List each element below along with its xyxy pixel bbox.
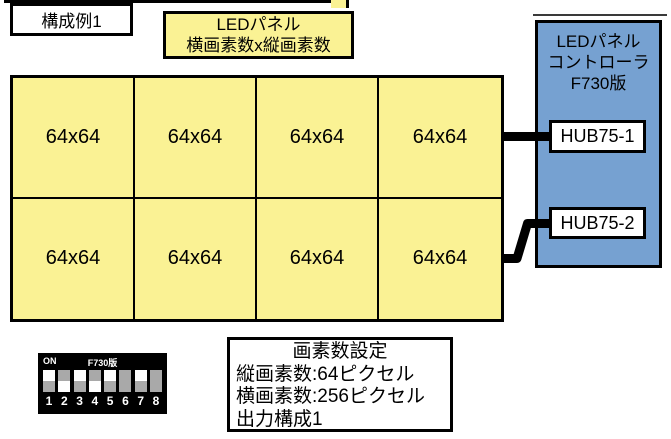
config-example-title: 構成例1 xyxy=(41,12,102,31)
dip-lever-bottom xyxy=(88,381,101,392)
top-crop-line xyxy=(4,0,349,3)
led-panel-label-line2: 横画素数x縦画素数 xyxy=(186,36,331,55)
dip-model-label: F730版 xyxy=(87,358,118,368)
dip-lever-bottom xyxy=(104,381,117,392)
config-example-title-box: 構成例1 xyxy=(10,3,133,36)
controller-label-line2: コントローラ xyxy=(547,53,650,72)
dip-switch-number: 4 xyxy=(91,394,99,408)
dip-switch-2: 2 xyxy=(58,370,71,408)
led-panel-cell-3: 64x64 xyxy=(257,78,379,199)
dip-switch-4: 4 xyxy=(88,370,101,408)
dip-switch-number: 6 xyxy=(122,394,129,408)
dip-lever-bottom xyxy=(58,381,71,392)
pixel-settings-line-output: 出力構成1 xyxy=(236,408,323,430)
dip-switch-header: ON F730版 xyxy=(38,353,167,369)
dip-switch-7: 7 xyxy=(134,370,147,408)
dip-switch-number: 3 xyxy=(76,394,83,408)
dip-switch-8: 8 xyxy=(149,370,162,408)
dip-switch-row: 1 2 3 4 5 xyxy=(38,369,167,408)
controller-label-line1: LEDパネル xyxy=(556,32,641,51)
dip-lever-bottom xyxy=(134,381,147,392)
dip-lever-bottom xyxy=(149,381,162,392)
top-crop-yellow-notch xyxy=(331,0,349,8)
dip-lever-top xyxy=(134,370,147,381)
hub75-2-port-box: HUB75-2 xyxy=(549,207,646,239)
dip-lever-bottom xyxy=(43,381,55,392)
pixel-settings-title: 画素数設定 xyxy=(292,341,388,362)
pixel-settings-line-vertical: 縦画素数:64ピクセル xyxy=(236,363,415,385)
dip-switch-number: 2 xyxy=(60,394,68,408)
hub75-1-label: HUB75-1 xyxy=(560,126,635,146)
hub75-1-port-box: HUB75-1 xyxy=(549,120,646,153)
led-panel-label-line1: LEDパネル xyxy=(216,15,301,34)
led-panel-cell-8: 64x64 xyxy=(412,247,468,270)
dip-lever-top xyxy=(43,370,55,381)
dip-lever-top xyxy=(88,370,101,381)
pixel-settings-box: 画素数設定 縦画素数:64ピクセル 横画素数:256ピクセル 出力構成1 xyxy=(227,337,453,432)
dip-switch-5: 5 xyxy=(104,370,117,408)
dip-switch-number: 1 xyxy=(45,394,53,408)
dip-switch-6: 6 xyxy=(119,370,132,408)
controller-label-line3: F730版 xyxy=(570,74,627,93)
dip-switch-number: 5 xyxy=(106,394,114,408)
led-panel-cell-7: 64x64 xyxy=(257,198,379,319)
dip-lever-bottom xyxy=(73,381,86,392)
dip-switch-3: 3 xyxy=(73,370,86,408)
led-panel-cell-6: 64x64 xyxy=(135,198,257,319)
led-panel-cell-4: 64x64 xyxy=(379,78,501,199)
dip-switch-number: 8 xyxy=(152,394,160,408)
led-panel-label-box: LEDパネル 横画素数x縦画素数 xyxy=(163,11,354,59)
hub75-2-label: HUB75-2 xyxy=(560,212,635,233)
led-panel-grid: 64x64 64x64 64x64 64x64 64x64 64x64 64x6… xyxy=(10,75,504,322)
dip-switch-number: 7 xyxy=(137,394,145,408)
dip-lever-top xyxy=(73,370,86,381)
dip-switch-panel: ON F730版 1 2 3 4 xyxy=(38,353,167,414)
led-panel-cell-1: 64x64 xyxy=(13,78,135,199)
dip-on-label: ON xyxy=(43,356,57,366)
dip-lever-top xyxy=(149,370,162,381)
dip-lever-bottom xyxy=(119,381,132,392)
led-panel-cell-2: 64x64 xyxy=(135,78,257,199)
dip-lever-top xyxy=(104,370,117,381)
dip-switch-1: 1 xyxy=(43,370,55,408)
dip-lever-top xyxy=(58,370,71,381)
dip-lever-top xyxy=(119,370,132,381)
controller-top-artifact-line xyxy=(533,14,667,16)
pixel-settings-line-horizontal: 横画素数:256ピクセル xyxy=(236,386,425,407)
led-panel-cell-5: 64x64 xyxy=(13,198,135,319)
